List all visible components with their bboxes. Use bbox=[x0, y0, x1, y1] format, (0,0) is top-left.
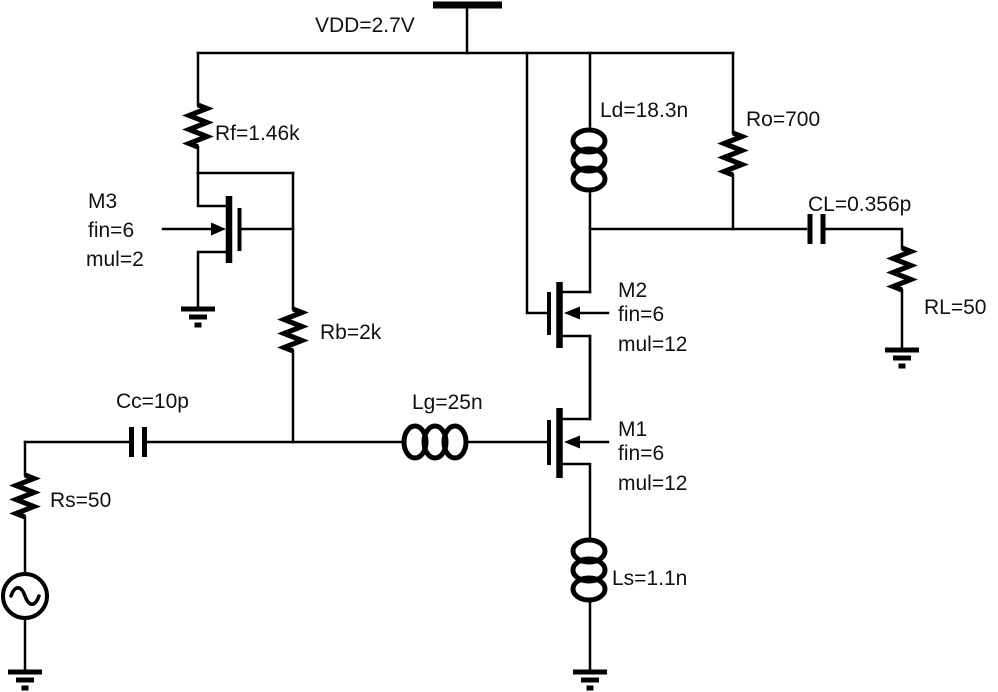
cl-label: CL=0.356p bbox=[808, 193, 911, 216]
resistor-ro: Ro=700 bbox=[717, 51, 820, 231]
resistor-rb-symbol bbox=[277, 306, 309, 354]
resistor-rs-symbol bbox=[9, 472, 41, 520]
output-branch: CL=0.356p RL=50 bbox=[588, 193, 986, 369]
m2-mul-label: mul=12 bbox=[618, 333, 687, 356]
m1-arrow-icon bbox=[564, 435, 580, 449]
m2-arrow-icon bbox=[564, 306, 580, 320]
m1-fin-label: fin=6 bbox=[618, 442, 664, 465]
ls-coil-loop bbox=[570, 537, 608, 565]
ls-ground-bars bbox=[573, 669, 607, 691]
m2-fin-label: fin=6 bbox=[618, 303, 664, 326]
transistor-m1: M1 fin=6 mul=12 bbox=[547, 334, 687, 542]
rb-label: Rb=2k bbox=[320, 321, 382, 344]
ld-coil-loop bbox=[570, 127, 608, 155]
vdd-rail: VDD=2.7V bbox=[196, 1, 735, 55]
m1-mul-label: mul=12 bbox=[618, 472, 687, 495]
inductor-lg: Lg=25n bbox=[401, 391, 549, 461]
m3-drain-wire bbox=[196, 171, 228, 208]
ld-coil-loop bbox=[570, 146, 608, 174]
ground-icon bbox=[8, 669, 42, 691]
resistor-rl-symbol bbox=[886, 245, 918, 293]
ls-label: Ls=1.1n bbox=[612, 567, 687, 590]
ground-icon bbox=[885, 347, 919, 369]
capacitor-cl-symbol bbox=[807, 214, 826, 244]
capacitor-cc-symbol bbox=[129, 427, 147, 457]
rf-label: Rf=1.46k bbox=[215, 122, 300, 145]
ls-coil-loop bbox=[570, 556, 608, 584]
ground-icon bbox=[181, 306, 215, 328]
m3-fin-label: fin=6 bbox=[88, 219, 134, 242]
resistor-rf: Rf=1.46k bbox=[182, 51, 300, 175]
cl-right-wire bbox=[824, 227, 904, 250]
m1-source-wire bbox=[560, 462, 592, 542]
m1-name-label: M1 bbox=[618, 418, 647, 441]
transistor-m3: M3 fin=6 mul=2 bbox=[86, 171, 295, 328]
capacitor-cc: Cc=10p bbox=[23, 390, 406, 457]
inductor-ld: Ld=18.3n bbox=[570, 51, 688, 294]
inductor-ls: Ls=1.1n bbox=[570, 537, 687, 691]
sine-wave-icon bbox=[9, 586, 41, 606]
rs-label: Rs=50 bbox=[50, 489, 111, 512]
cc-label: Cc=10p bbox=[116, 390, 189, 413]
m3-arrow-icon bbox=[211, 222, 226, 236]
source-branch: Rs=50 bbox=[1, 440, 111, 691]
m3-source-wire bbox=[196, 250, 228, 311]
ro-label: Ro=700 bbox=[746, 108, 820, 131]
ground-icon bbox=[573, 669, 607, 691]
m2-name-label: M2 bbox=[618, 279, 647, 302]
m2-gate-wire bbox=[525, 51, 549, 315]
m3-name-label: M3 bbox=[88, 190, 117, 213]
m2-source-wire bbox=[560, 334, 592, 421]
resistor-rf-symbol bbox=[182, 102, 214, 150]
rl-ground-bars bbox=[885, 347, 919, 369]
vdd-label: VDD=2.7V bbox=[315, 14, 415, 37]
resistor-rb: Rb=2k bbox=[277, 171, 382, 444]
lg-label: Lg=25n bbox=[412, 391, 483, 414]
m3-ground-bars bbox=[181, 306, 215, 328]
ld-label: Ld=18.3n bbox=[600, 99, 688, 122]
m1-drain-wire bbox=[560, 334, 592, 421]
m3-mul-label: mul=2 bbox=[86, 248, 144, 271]
rl-label: RL=50 bbox=[924, 296, 986, 319]
resistor-ro-symbol bbox=[717, 130, 749, 178]
source-ground-bars bbox=[8, 669, 42, 691]
transistor-m2: M2 fin=6 mul=12 bbox=[525, 51, 687, 421]
